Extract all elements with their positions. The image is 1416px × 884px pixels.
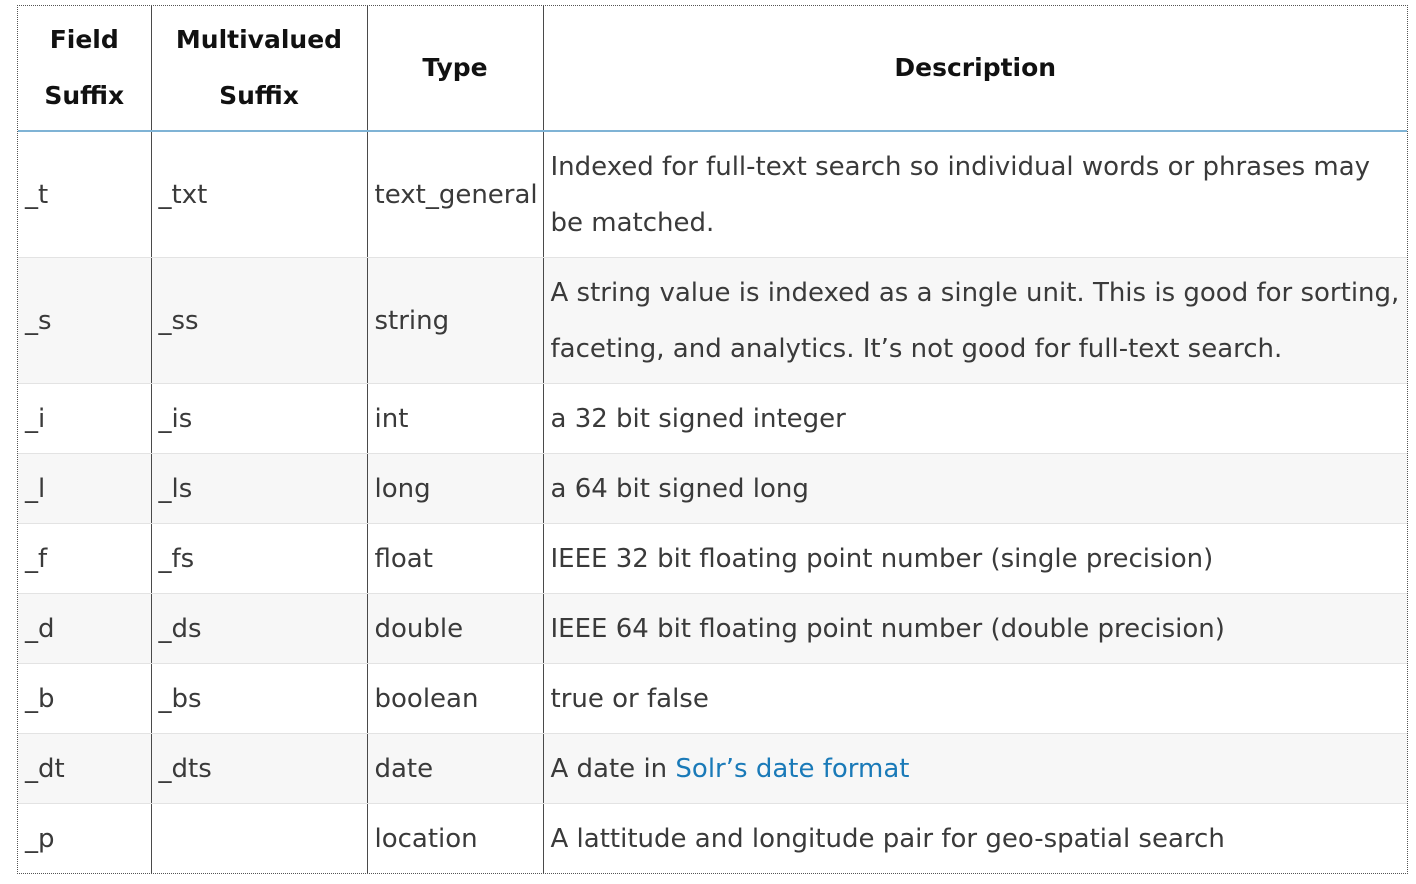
cell-type: location [367, 803, 544, 873]
cell-multivalued: _dts [151, 733, 368, 804]
cell-multivalued: _ds [151, 593, 368, 664]
cell-description: true or false [543, 663, 1407, 734]
cell-type: float [367, 523, 544, 594]
description-prefix: A date in [550, 753, 676, 784]
table-row: _p location A lattitude and longitude pa… [18, 803, 1407, 873]
table-row: _i _is int a 32 bit signed integer [18, 383, 1407, 454]
cell-suffix: _dt [18, 733, 152, 804]
table-row: _l _ls long a 64 bit signed long [18, 453, 1407, 524]
cell-type: string [367, 257, 544, 384]
cell-type: int [367, 383, 544, 454]
table-row: _t _txt text_general Indexed for full-te… [18, 131, 1407, 258]
table-row: _b _bs boolean true or false [18, 663, 1407, 734]
table-frame [17, 5, 1408, 874]
table-row: _s _ss string A string value is indexed … [18, 257, 1407, 384]
header-description: Description [543, 6, 1407, 132]
cell-suffix: _f [18, 523, 152, 594]
cell-suffix: _i [18, 383, 152, 454]
cell-multivalued: _ls [151, 453, 368, 524]
cell-type: double [367, 593, 544, 664]
table-row: _d _ds double IEEE 64 bit floating point… [18, 593, 1407, 664]
cell-suffix: _s [18, 257, 152, 384]
cell-suffix: _d [18, 593, 152, 664]
cell-multivalued: _is [151, 383, 368, 454]
cell-type: boolean [367, 663, 544, 734]
table-row: _dt _dts date A date in Solr’s date form… [18, 733, 1407, 804]
cell-multivalued: _txt [151, 131, 368, 258]
cell-description: a 64 bit signed long [543, 453, 1407, 524]
cell-multivalued: _fs [151, 523, 368, 594]
cell-multivalued: _bs [151, 663, 368, 734]
cell-multivalued [151, 803, 368, 873]
table-row: _f _fs float IEEE 32 bit floating point … [18, 523, 1407, 594]
cell-type: long [367, 453, 544, 524]
cell-description: a 32 bit signed integer [543, 383, 1407, 454]
cell-type: date [367, 733, 544, 804]
cell-suffix: _t [18, 131, 152, 258]
cell-description: IEEE 32 bit floating point number (singl… [543, 523, 1407, 594]
cell-description: Indexed for full-text search so individu… [543, 131, 1407, 258]
cell-suffix: _l [18, 453, 152, 524]
cell-description: A lattitude and longitude pair for geo-s… [550, 823, 1225, 854]
cell-type: text_general [367, 131, 544, 258]
cell-description: A string value is indexed as a single un… [543, 257, 1407, 384]
cell-multivalued: _ss [151, 257, 368, 384]
solr-date-format-link[interactable]: Solr’s date format [675, 753, 910, 784]
cell-suffix: _p [18, 803, 152, 873]
cell-description: IEEE 64 bit floating point number (doubl… [543, 593, 1407, 664]
cell-suffix: _b [18, 663, 152, 734]
header-type: Type [367, 6, 544, 132]
cell-description: A date in Solr’s date format [543, 733, 1407, 804]
